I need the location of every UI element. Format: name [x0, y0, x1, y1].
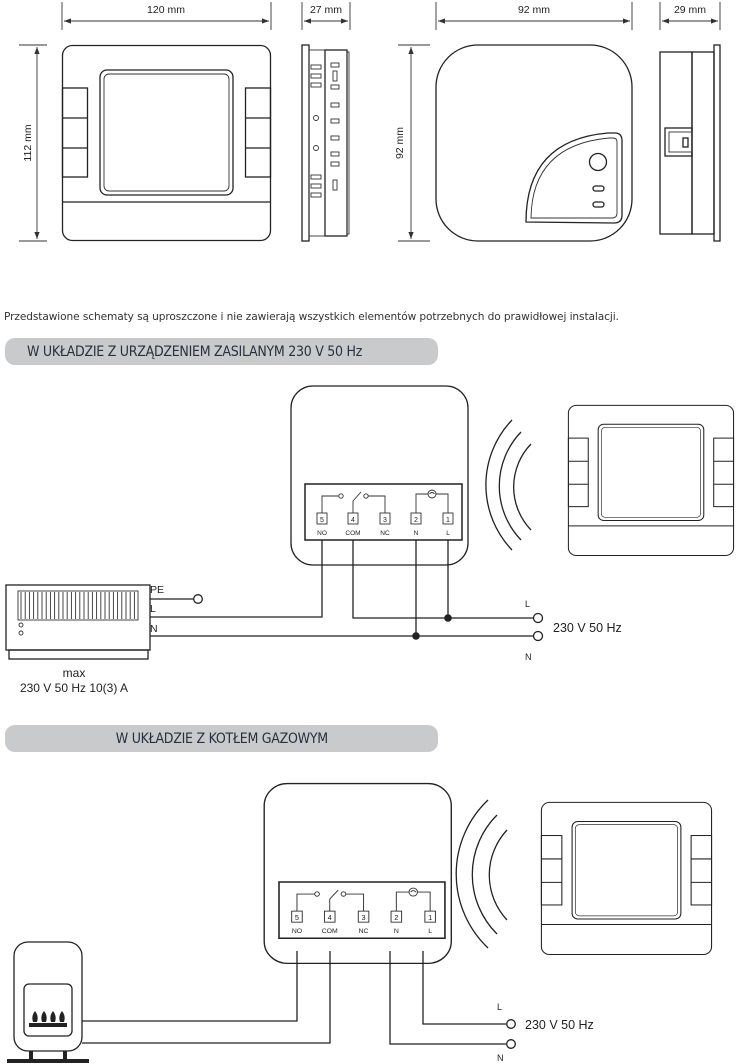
wireless-thermostat	[567, 404, 735, 557]
supply-l-label: L	[525, 599, 530, 609]
svg-text:5: 5	[320, 517, 324, 524]
gas-boiler	[7, 941, 89, 1063]
svg-text:1: 1	[446, 517, 450, 524]
terminal-l: 1 L	[442, 512, 454, 537]
svg-text:4: 4	[351, 517, 355, 524]
receiver-front-view: 92 mm 92 mm	[394, 2, 633, 242]
terminal-n: 2 N	[410, 512, 422, 537]
thermostat-width-label: 120 mm	[147, 4, 185, 16]
supply-n-label: N	[525, 652, 532, 662]
terminal-com: 4 COM	[345, 512, 361, 537]
svg-text:4: 4	[328, 913, 332, 922]
heater-l-label: L	[150, 603, 156, 615]
svg-text:L: L	[428, 928, 432, 935]
terminal-nc: 3 NC	[379, 512, 391, 537]
section2-diagram: 5 NO 4 COM 3 NC 2 N 1 L	[7, 782, 713, 1063]
svg-text:5: 5	[295, 913, 299, 922]
heater-pe-label: PE	[150, 584, 164, 596]
svg-text:NO: NO	[317, 530, 327, 537]
supply-voltage-label: 230 V 50 Hz	[525, 1018, 594, 1032]
thermostat-depth-label: 27 mm	[310, 4, 342, 16]
supply-l-label: L	[497, 1002, 502, 1012]
receiver-side-view: 29 mm	[659, 2, 721, 242]
terminal-no: 5 NO	[291, 910, 303, 935]
wireless-signal-icon	[485, 419, 532, 551]
wireless-signal-icon	[455, 799, 508, 949]
section1-diagram: 5 NO 4 COM 3 NC 2 N 1 L	[5, 385, 735, 695]
svg-text:N: N	[414, 530, 419, 537]
section2-header: W UKŁADZIE Z KOTŁEM GAZOWYM	[5, 725, 438, 752]
svg-text:1: 1	[428, 913, 432, 922]
svg-text:COM: COM	[345, 530, 360, 537]
svg-text:NC: NC	[380, 530, 390, 537]
svg-text:3: 3	[383, 517, 387, 524]
svg-text:NC: NC	[359, 928, 369, 935]
svg-text:L: L	[446, 530, 450, 537]
terminal-n: 2 N	[390, 910, 403, 935]
svg-text:3: 3	[362, 913, 366, 922]
supply-n-label: N	[497, 1053, 504, 1063]
thermostat-height-label: 112 mm	[22, 124, 34, 161]
svg-text:N: N	[394, 928, 399, 935]
receiver-depth-label: 29 mm	[674, 4, 706, 16]
receiver-width-label: 92 mm	[518, 4, 550, 16]
receiver-unit: 5 NO 4 COM 3 NC 2 N 1 L	[290, 385, 469, 566]
heater-rating: 230 V 50 Hz 10(3) A	[20, 681, 128, 695]
heater-rating-max: max	[63, 666, 86, 680]
supply-voltage-label: 230 V 50 Hz	[553, 621, 622, 635]
wireless-thermostat	[540, 801, 713, 956]
terminal-com: 4 COM	[322, 910, 338, 935]
svg-text:2: 2	[414, 517, 418, 524]
thermostat-front-view: 120 mm 112 mm	[19, 2, 272, 242]
terminal-l: 1 L	[424, 910, 436, 935]
section1-header: W UKŁADZIE Z URZĄDZENIEM ZASILANYM 230 V…	[5, 338, 438, 365]
thermostat-side-view: 27 mm	[301, 2, 351, 242]
section1-title: W UKŁADZIE Z URZĄDZENIEM ZASILANYM 230 V…	[27, 343, 363, 360]
svg-text:2: 2	[394, 913, 398, 922]
section2-title: W UKŁADZIE Z KOTŁEM GAZOWYM	[115, 730, 328, 747]
terminal-nc: 3 NC	[357, 910, 370, 935]
disclaimer-text: Przedstawione schematy są uproszczone i …	[4, 311, 619, 323]
wiring	[150, 540, 544, 642]
terminal-no: 5 NO	[316, 512, 328, 537]
svg-text:COM: COM	[322, 928, 338, 935]
heater-n-label: N	[150, 623, 158, 635]
receiver-unit: 5 NO 4 COM 3 NC 2 N 1 L	[263, 782, 452, 965]
electric-heater: PE L N max 230 V 50 Hz 10(3) A	[5, 584, 164, 695]
receiver-height-label: 92 mm	[394, 127, 406, 159]
wiring	[82, 951, 516, 1049]
svg-text:NO: NO	[292, 928, 302, 935]
